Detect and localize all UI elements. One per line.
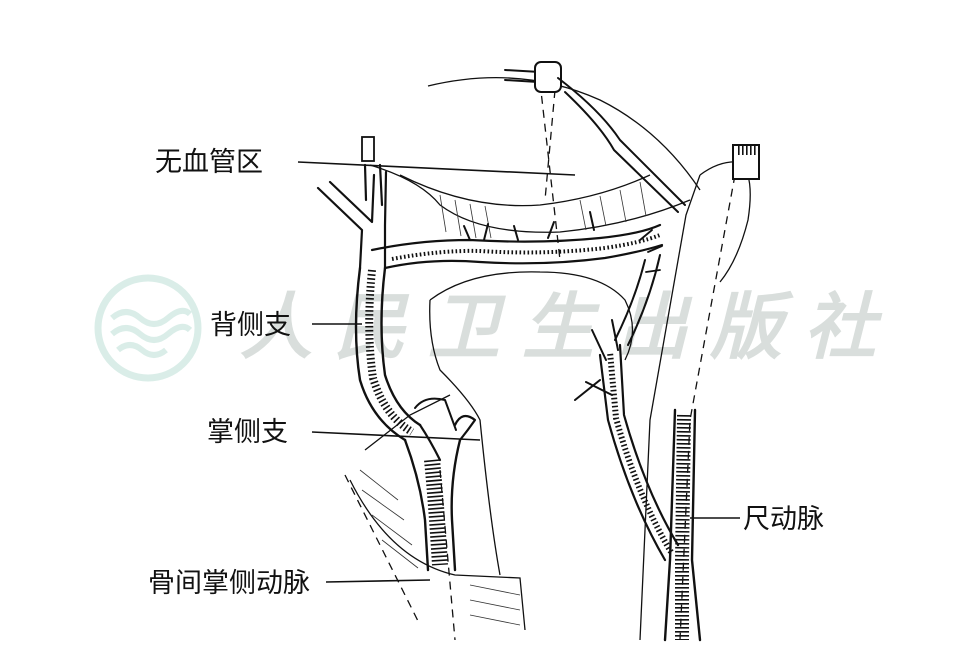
leader-avascular-zone — [297, 161, 576, 176]
watermark: 人民卫生出版社 — [94, 274, 898, 382]
lower-tissue-hatching — [359, 469, 521, 626]
publisher-seal-icon — [94, 274, 202, 382]
watermark-text: 人民卫生出版社 — [240, 284, 898, 369]
avascular-zone-hatching — [439, 181, 647, 239]
label-avascular-zone: 无血管区 — [155, 147, 263, 178]
leader-interosseous-artery — [325, 579, 431, 583]
leader-palmar-branch — [311, 431, 481, 441]
label-dorsal-branch: 背侧支 — [210, 310, 291, 341]
label-interosseous-artery: 骨间掌侧动脉 — [148, 568, 310, 599]
labels: 无血管区 背侧支 掌侧支 骨间掌侧动脉 尺动脉 — [148, 147, 824, 599]
label-ulnar-artery: 尺动脉 — [743, 504, 824, 535]
vessel-drawing — [316, 61, 760, 642]
leader-lines — [297, 161, 740, 583]
label-palmar-branch: 掌侧支 — [207, 417, 288, 448]
